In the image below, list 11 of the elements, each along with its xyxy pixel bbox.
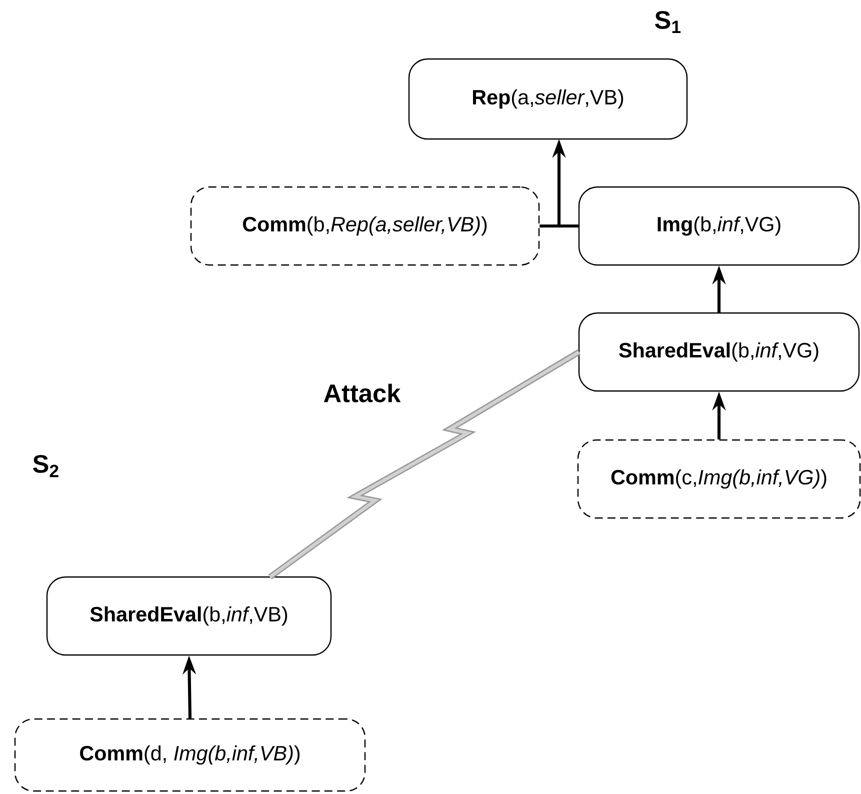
dashed-box: Comm(b,Rep(a,seller,VB)) bbox=[190, 186, 540, 266]
dashed-box: Comm(c,Img(b,inf,VG)) bbox=[577, 439, 861, 519]
lightning-bolt bbox=[268, 349, 581, 580]
group-label: S$_{2}$ bbox=[33, 454, 58, 478]
rounded-box: SharedEval(b,inf,VB) bbox=[46, 576, 332, 656]
rounded-box: SharedEval(b,inf,VG) bbox=[578, 312, 860, 392]
edge-label: Attack bbox=[322, 382, 402, 404]
group-label: S$_{1}$ bbox=[655, 11, 681, 33]
dashed-box: Comm(d, Img(b,inf,VB)) bbox=[14, 718, 366, 792]
rounded-box: Rep(a,seller,VB) bbox=[408, 58, 688, 140]
rounded-box: Img(b,inf,VG) bbox=[578, 186, 860, 266]
